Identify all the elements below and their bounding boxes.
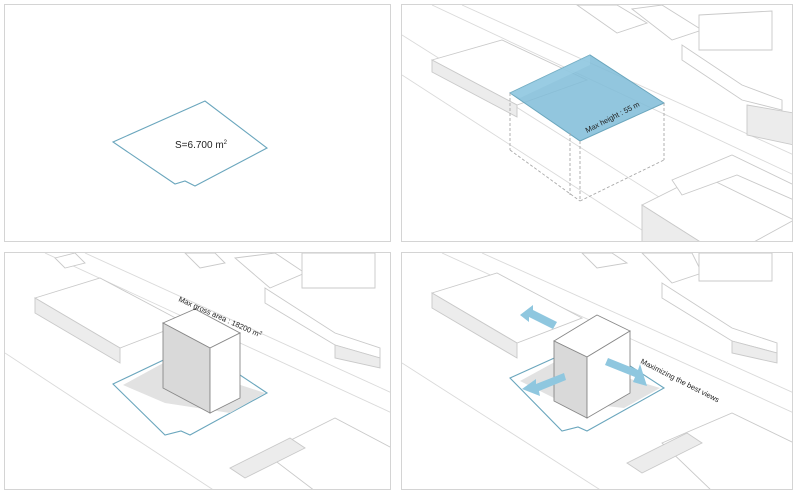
panel-max-height: Max height : 55 m	[401, 4, 793, 242]
panel-best-views: Maximizing the best views	[401, 252, 793, 490]
arrow-upper-left	[520, 305, 557, 329]
site-area-drawing: S=6.700 m2	[111, 100, 269, 187]
panel-max-gross-area: Max gross area : 18200 m2	[4, 252, 391, 490]
panel-site-area: S=6.700 m2	[4, 4, 391, 242]
building-mass	[161, 308, 241, 414]
best-views-drawing: Maximizing the best views	[402, 253, 792, 489]
best-views-label: Maximizing the best views	[639, 357, 721, 405]
context-buildings	[33, 253, 390, 489]
site-area-label: S=6.700 m2	[175, 140, 228, 151]
building-mass	[553, 314, 631, 419]
max-gross-area-drawing: Max gross area : 18200 m2	[5, 253, 390, 489]
view-arrows	[520, 305, 647, 396]
max-height-drawing: Max height : 55 m	[402, 5, 792, 241]
context-buildings	[430, 253, 792, 489]
arrow-right	[605, 358, 647, 386]
context-buildings	[430, 5, 792, 241]
arrow-lower-left	[522, 373, 566, 396]
site-plot-outline	[111, 100, 269, 187]
height-volume	[509, 54, 666, 202]
